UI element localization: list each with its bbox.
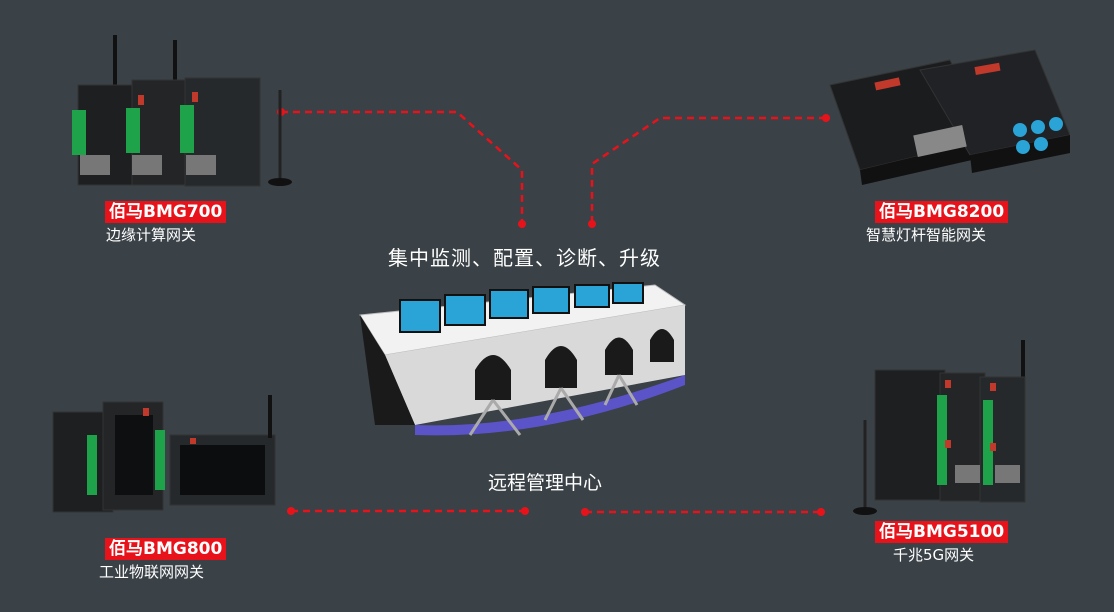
control-center-image <box>359 282 687 436</box>
center-title: 集中监测、配置、诊断、升级 <box>388 246 661 270</box>
line-bmg700 <box>281 110 524 224</box>
node-dot <box>817 508 825 516</box>
line-bmg8200 <box>590 116 826 224</box>
bmg8200-description: 智慧灯杆智能网关 <box>866 226 987 244</box>
bmg8200-device-image <box>829 49 1070 185</box>
bmg700-model-badge: 佰马BMG700 <box>105 201 227 223</box>
bmg8200-model-badge: 佰马BMG8200 <box>875 201 1009 223</box>
node-dot <box>287 507 295 515</box>
bmg800-model-badge: 佰马BMG800 <box>105 538 227 560</box>
bmg800-device-image <box>52 395 276 513</box>
bmg5100-model-badge: 佰马BMG5100 <box>875 521 1009 543</box>
bmg700-device-image <box>72 35 292 187</box>
node-dot <box>588 220 596 228</box>
node-dot <box>581 508 589 516</box>
node-dot <box>521 507 529 515</box>
node-dot <box>822 114 830 122</box>
node-dot <box>518 220 526 228</box>
center-label: 远程管理中心 <box>488 472 603 494</box>
bmg700-description: 边缘计算网关 <box>106 226 197 244</box>
bmg5100-device-image <box>853 340 1026 515</box>
bmg800-description: 工业物联网网关 <box>99 563 205 581</box>
bmg5100-description: 千兆5G网关 <box>893 546 975 564</box>
